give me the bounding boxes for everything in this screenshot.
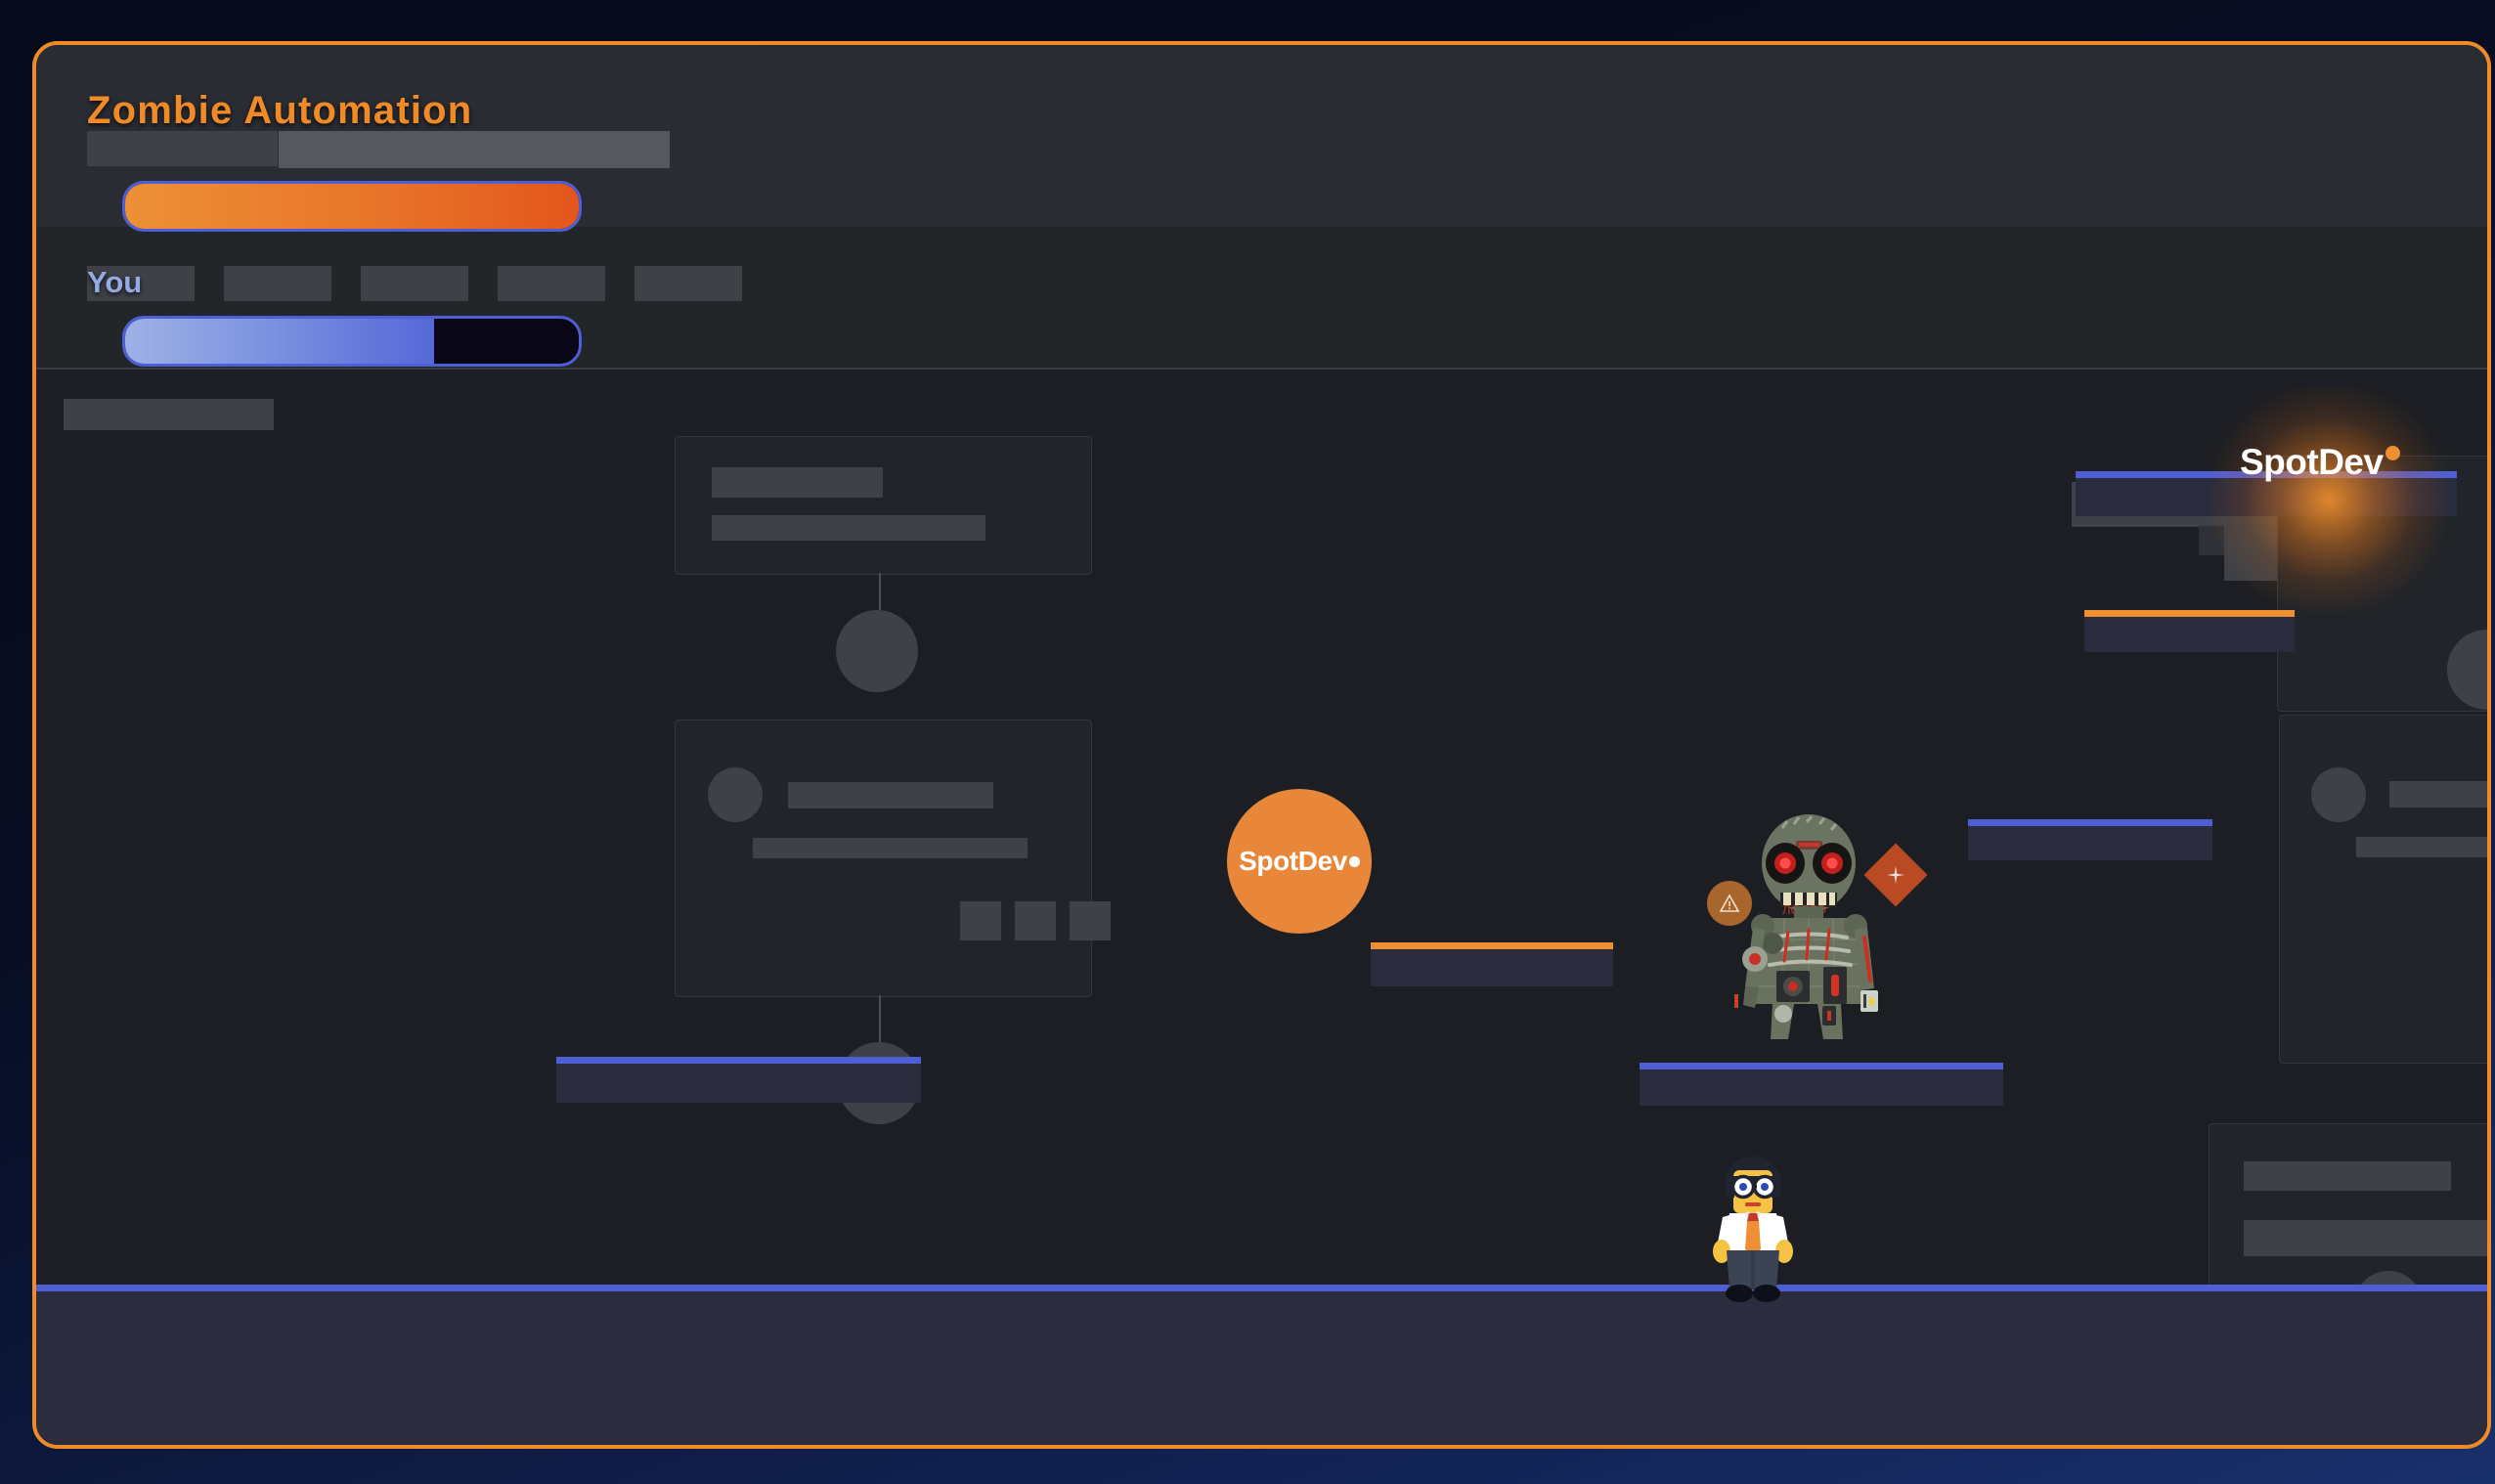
skeleton-text-bar — [712, 515, 985, 541]
skeleton-text-bar — [2244, 1220, 2487, 1256]
boss-health-bar — [122, 181, 582, 232]
spotdev-circle-logo: SpotDev — [1227, 789, 1372, 934]
skeleton-nav-item — [87, 266, 195, 301]
platform-left-blue — [556, 1057, 921, 1103]
spotdev-dot-icon — [1348, 855, 1360, 867]
spark-badge — [1863, 843, 1928, 907]
skeleton-breadcrumb — [64, 399, 274, 430]
skeleton-card — [675, 720, 1111, 997]
ground — [36, 1285, 2487, 1445]
spotdev-wordmark-text: SpotDev — [2240, 442, 2384, 482]
skeleton-button — [960, 901, 1001, 940]
platform-cap — [1371, 942, 1613, 949]
skeleton-text-bar — [2356, 837, 2487, 857]
warning-badge — [1707, 881, 1752, 926]
skeleton-nav-item — [224, 266, 331, 301]
platform-far-orange — [2084, 610, 2295, 652]
skeleton-card — [675, 436, 1092, 575]
skeleton-text-bar — [712, 467, 883, 498]
ground-cap — [36, 1285, 2487, 1291]
skeleton-avatar — [708, 767, 763, 822]
skeleton-button — [1070, 901, 1111, 940]
platform-zombie-blue — [1640, 1063, 2003, 1106]
skeleton-node — [836, 610, 918, 692]
skeleton-title-bar — [87, 131, 278, 166]
platform-cap — [1968, 819, 2212, 826]
skeleton-nav-item — [635, 266, 742, 301]
skeleton-avatar — [2311, 767, 2366, 822]
platform-cap — [556, 1057, 921, 1064]
spotdev-dot-icon — [2385, 446, 2400, 460]
skeleton-text-bar — [2389, 781, 2487, 807]
skeleton-divider — [36, 368, 2487, 370]
player-avatar — [1713, 1157, 1793, 1302]
skeleton-subtitle-bar — [279, 131, 670, 168]
zombie-robot-enemy: ЛОЛЛЭ — [1734, 814, 1878, 1039]
boss-name-label: Zombie Automation — [87, 89, 473, 132]
skeleton-text-bar — [753, 838, 1028, 858]
player-name-label: You — [87, 265, 143, 299]
skeleton-card — [2279, 715, 2487, 1064]
skeleton-nav-item — [498, 266, 605, 301]
spark-icon — [1887, 866, 1904, 884]
platform-mid-orange — [1371, 942, 1613, 986]
player-health-bar — [122, 316, 582, 367]
warning-triangle-icon — [1719, 894, 1740, 912]
skeleton-text-bar — [788, 782, 993, 808]
background-app-skeleton — [36, 45, 2487, 1445]
platform-cap — [1640, 1063, 2003, 1069]
game-canvas[interactable]: SpotDev SpotDev — [32, 41, 2491, 1449]
spotdev-wordmark-text: SpotDev — [1239, 846, 1347, 876]
skeleton-connector — [879, 995, 881, 1075]
player-health-fill — [125, 319, 434, 364]
boss-health-fill — [125, 184, 579, 229]
skeleton-button — [1015, 901, 1056, 940]
platform-cap — [2084, 610, 2295, 617]
skeleton-text-bar — [2244, 1161, 2451, 1191]
platform-right-blue — [1968, 819, 2212, 860]
spotdev-wordmark: SpotDev — [2240, 442, 2400, 483]
skeleton-nav-item — [361, 266, 468, 301]
